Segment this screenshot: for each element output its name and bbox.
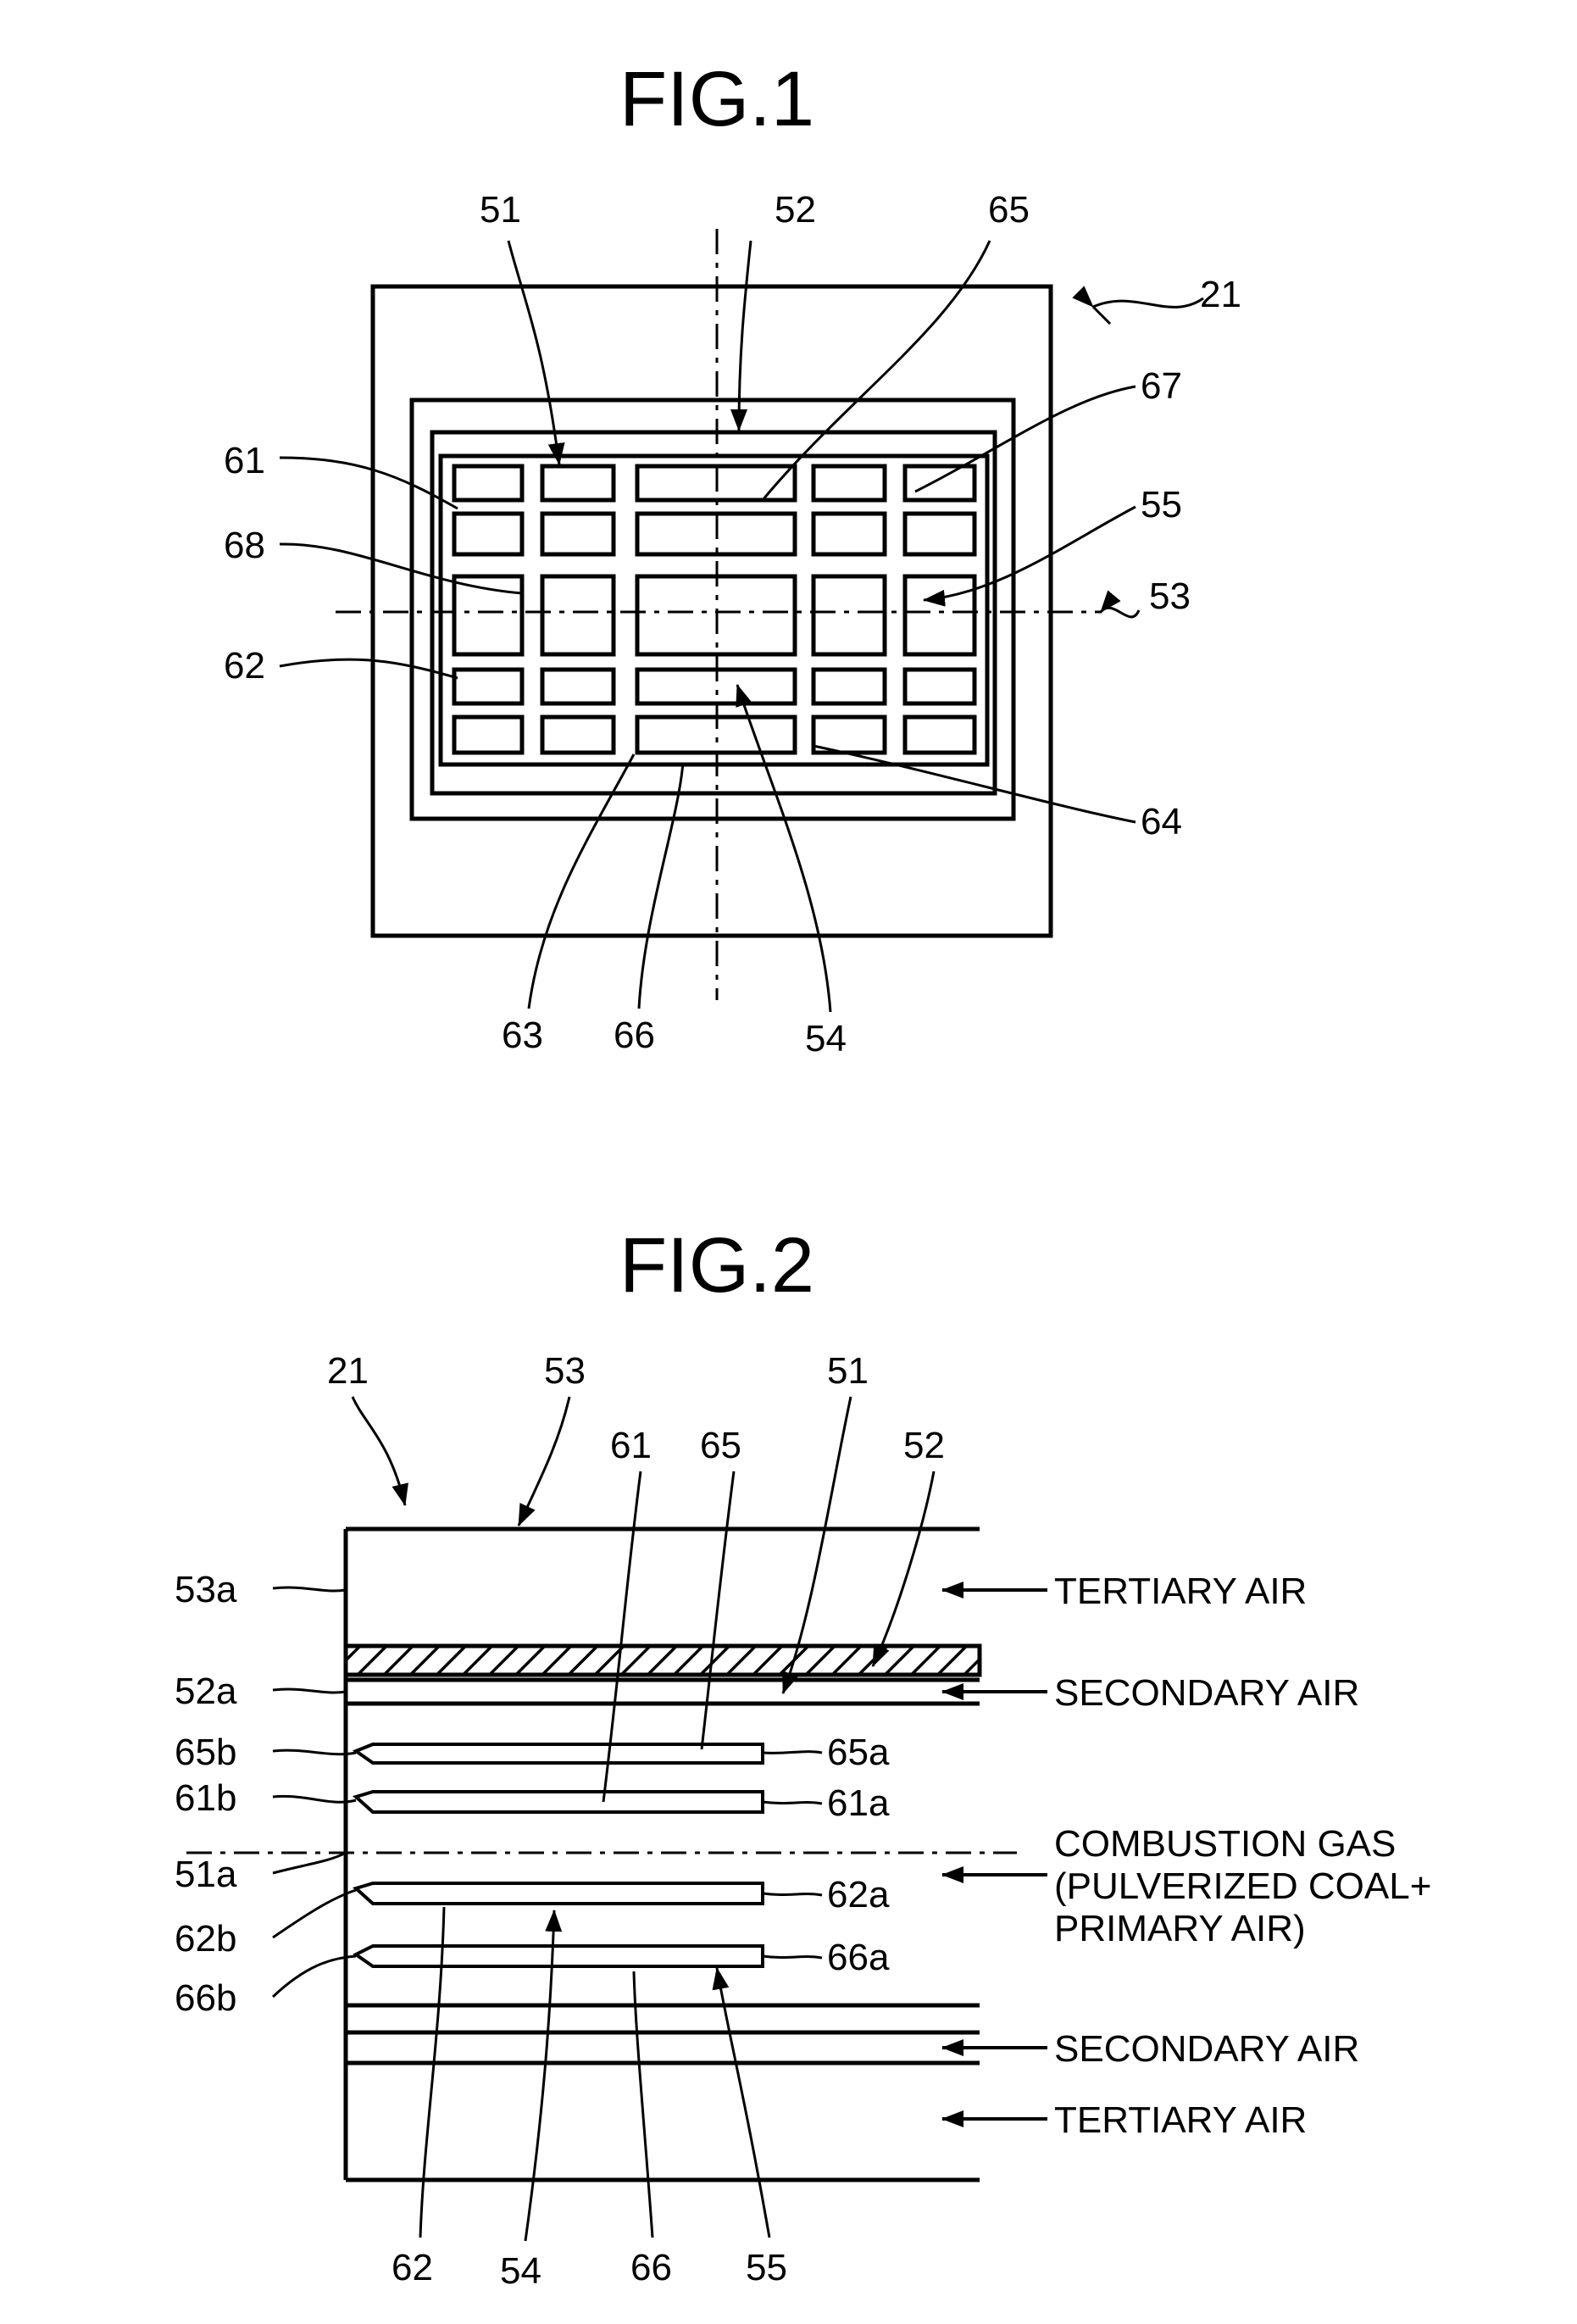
fig1-ref-66: 66 bbox=[614, 1015, 655, 1056]
fig2-ref-62: 62 bbox=[391, 2247, 433, 2288]
cells-column-3 bbox=[813, 466, 975, 753]
fig1-ref-62: 62 bbox=[224, 645, 265, 687]
fig2-ref-62b: 62b bbox=[175, 1918, 236, 1960]
fig2-ref-65: 65 bbox=[700, 1425, 741, 1466]
fig2-ref-55: 55 bbox=[746, 2247, 787, 2288]
fig1-reference-numerals: 51 52 65 21 67 61 68 55 53 62 64 63 66 5… bbox=[224, 189, 1241, 1059]
fig2-ref-65b: 65b bbox=[175, 1732, 236, 1773]
label-tertiary-air-top: TERTIARY AIR bbox=[1054, 1571, 1307, 1612]
fig1-title: FIG.1 bbox=[619, 56, 814, 142]
cells-column-1 bbox=[454, 466, 614, 753]
label-secondary-air-bottom: SECONDARY AIR bbox=[1054, 2028, 1359, 2070]
fig2-ref-51a: 51a bbox=[175, 1854, 237, 1895]
fig2-reference-numerals: 21 53 51 61 65 52 53a 52a 65b 61b 51a 62… bbox=[175, 1350, 945, 2292]
fig2-ref-53: 53 bbox=[544, 1350, 586, 1392]
fig2-ref-52a: 52a bbox=[175, 1671, 237, 1712]
fig2-ref-66: 66 bbox=[630, 2247, 672, 2288]
fig2-ref-61b: 61b bbox=[175, 1777, 236, 1819]
fig2-ref-61: 61 bbox=[610, 1425, 652, 1466]
fig2-plates bbox=[356, 1744, 763, 1966]
fig1-burner-outline bbox=[373, 286, 1051, 936]
fig2-flow-labels: TERTIARY AIR SECONDARY AIR COMBUSTION GA… bbox=[1054, 1571, 1431, 2141]
fig2-ref-21: 21 bbox=[327, 1350, 369, 1392]
fig2-walls bbox=[346, 1529, 980, 2180]
fig1-ref-65: 65 bbox=[988, 189, 1030, 231]
secondary-frame-52 bbox=[412, 400, 1013, 819]
fig2-ref-62a: 62a bbox=[827, 1874, 890, 1915]
label-combustion-gas-1: COMBUSTION GAS bbox=[1054, 1823, 1396, 1865]
fig1-leaders bbox=[280, 241, 1203, 1012]
fig1-ref-61: 61 bbox=[224, 440, 265, 481]
fig2-title: FIG.2 bbox=[619, 1222, 814, 1309]
fig1-ref-21: 21 bbox=[1200, 274, 1241, 315]
fig2-ref-52: 52 bbox=[903, 1425, 945, 1466]
fig1-ref-63: 63 bbox=[502, 1015, 543, 1056]
fig1-ref-67: 67 bbox=[1141, 365, 1182, 407]
fig1-ref-53: 53 bbox=[1149, 575, 1191, 617]
fig1-ref-54: 54 bbox=[805, 1018, 847, 1059]
fig2-ref-66b: 66b bbox=[175, 1977, 236, 2019]
fig2-ref-61a: 61a bbox=[827, 1782, 890, 1824]
label-combustion-gas-3: PRIMARY AIR) bbox=[1054, 1908, 1306, 1949]
fig1: FIG.1 bbox=[224, 56, 1241, 1059]
fig1-ref-55: 55 bbox=[1141, 484, 1182, 525]
fig1-ref-64: 64 bbox=[1141, 801, 1182, 842]
hatched-partition-52 bbox=[346, 1646, 980, 1675]
label-tertiary-air-bottom: TERTIARY AIR bbox=[1054, 2099, 1307, 2141]
fig1-ref-68: 68 bbox=[224, 525, 265, 566]
fig1-ref-51: 51 bbox=[480, 189, 521, 231]
label-secondary-air-top: SECONDARY AIR bbox=[1054, 1672, 1359, 1714]
fig2: FIG.2 bbox=[175, 1222, 1431, 2292]
fig1-ref-52: 52 bbox=[775, 189, 816, 231]
fig2-ref-65a: 65a bbox=[827, 1732, 890, 1773]
label-combustion-gas-2: (PULVERIZED COAL+ bbox=[1054, 1865, 1431, 1907]
outer-frame-53 bbox=[373, 286, 1051, 936]
fig2-ref-54: 54 bbox=[500, 2250, 541, 2292]
fig2-ref-66a: 66a bbox=[827, 1937, 890, 1978]
fig2-ref-51: 51 bbox=[827, 1350, 869, 1392]
fig2-ref-53a: 53a bbox=[175, 1569, 237, 1610]
